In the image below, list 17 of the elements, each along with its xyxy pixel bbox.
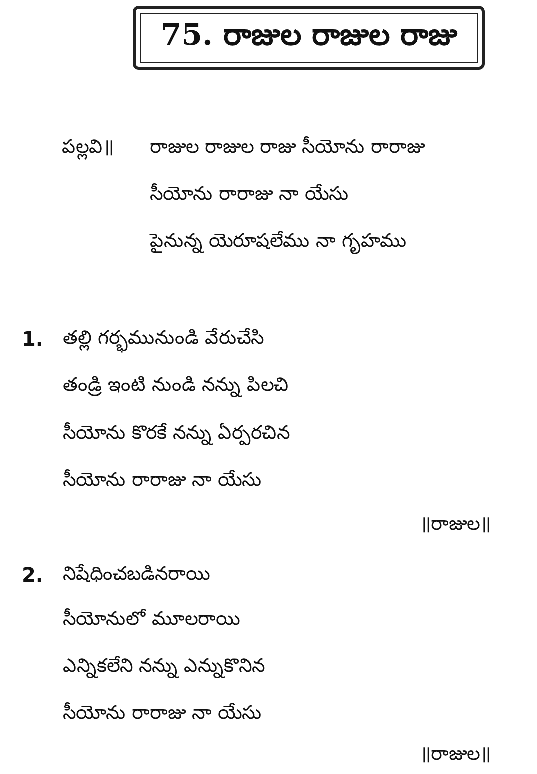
lyric-line: తల్లి గర్భమునుండి వేరుచేసి xyxy=(63,326,264,351)
lyric-line: సీయోను రారాజు నా యేసు xyxy=(63,701,262,726)
lyric-line: సీయోను రారాజు నా యేసు xyxy=(63,468,262,493)
lyric-line: సీయోను రారాజు నా యేసు xyxy=(150,182,350,207)
verse-number: 1. xyxy=(22,326,44,352)
lyric-line: ఎన్నికలేని నన్ను ఎన్నుకొనిన xyxy=(63,654,266,679)
lyric-line: సీయోనులో మూలరాయి xyxy=(63,607,240,632)
verse-number: 2. xyxy=(22,562,44,588)
lyric-line: పైనున్న యెరూషలేము నా గృహము xyxy=(150,229,408,254)
lyric-line: నిషేధించబడినరాయి xyxy=(63,562,210,587)
lyric-line: రాజుల రాజుల రాజు సీయోను రారాజు xyxy=(150,135,426,160)
section-marker: ॥రాజుల॥ xyxy=(420,512,491,537)
lyric-line: సీయోను కొరకే నన్ను ఏర్పరచిన xyxy=(63,421,290,446)
lyric-line: తండ్రి ఇంటి నుండి నన్ను పిలచి xyxy=(63,373,290,398)
section-marker: పల్లవి॥ xyxy=(62,135,114,160)
section-marker: ॥రాజుల॥ xyxy=(420,742,491,767)
title: 75. రాజుల రాజుల రాజు xyxy=(140,13,478,63)
